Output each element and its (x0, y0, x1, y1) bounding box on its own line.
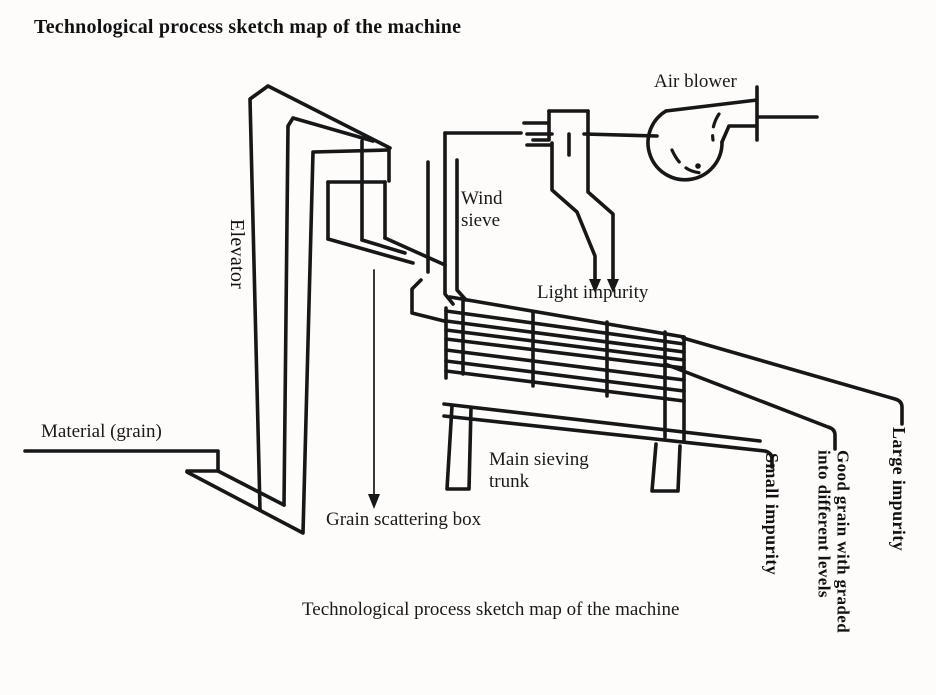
label-good-grain: Good grain with graded into different le… (814, 450, 853, 634)
label-large-impurity: Large impurity (888, 427, 909, 552)
label-elevator: Elevator (226, 219, 248, 290)
elevator-lines (185, 84, 392, 535)
label-air-blower: Air blower (654, 71, 737, 92)
label-light-impurity: Light impurity (537, 282, 649, 303)
outlet-lines (663, 336, 904, 451)
page-title: Technological process sketch map of the … (34, 16, 462, 38)
scattering-box-arrow (368, 269, 380, 509)
figure-caption: Technological process sketch map of the … (302, 599, 680, 620)
label-wind-sieve: Wind sieve (461, 188, 503, 231)
air-blower-symbol (582, 85, 819, 182)
trunk-legs (445, 404, 682, 493)
down-arrow-icon (368, 494, 380, 509)
label-small-impurity: Small impurity (761, 453, 782, 576)
light-impurity-duct (531, 109, 619, 293)
down-arrow-icon (607, 279, 619, 293)
label-grain-scattering-box: Grain scattering box (326, 509, 482, 530)
down-arrow-icon (589, 279, 601, 293)
main-sieving-trunk-lines (442, 295, 774, 469)
label-main-sieving-trunk: Main sieving trunk (489, 449, 589, 492)
grain-scattering-box-lines (326, 139, 447, 267)
label-material-grain: Material (grain) (41, 421, 162, 442)
wind-sieve-duct (410, 131, 523, 323)
material-inlet-line (23, 449, 220, 473)
